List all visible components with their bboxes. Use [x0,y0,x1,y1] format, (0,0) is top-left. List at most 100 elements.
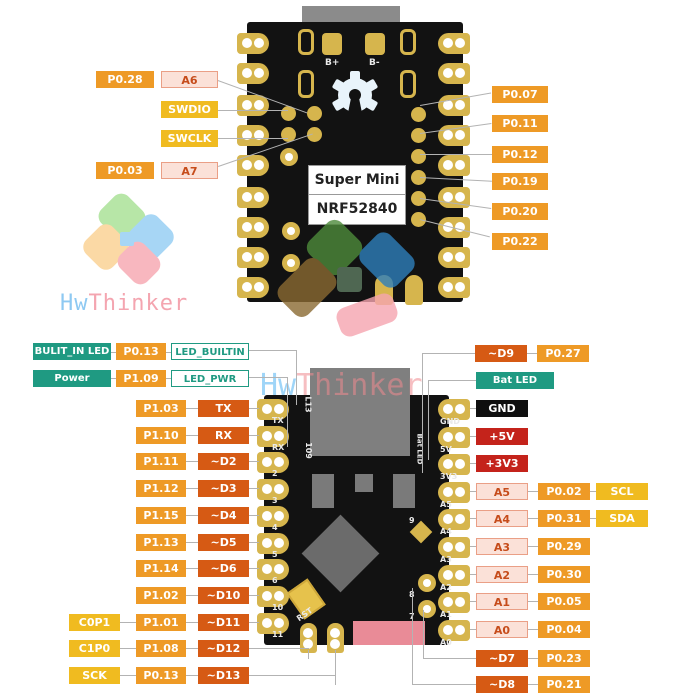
label-p023: P0.23 [538,650,590,667]
left-leader [249,568,259,569]
label-a7: A7 [161,162,218,179]
left-alt-label: C0P1 [69,614,120,631]
via-top-1 [280,148,298,166]
left-pin-label: ~D5 [198,534,249,551]
left-port-label: P1.10 [136,427,186,444]
regulator-1 [312,474,334,508]
left-pin-silk: RX [272,443,285,452]
top-left-pad-5 [237,155,269,176]
right-alt-label: SCL [596,483,648,500]
left-leader [186,435,198,436]
right-pin-silk: A5 [440,500,452,509]
right-leader [528,546,538,547]
mount-slot-1 [298,29,314,55]
label-p027: P0.27 [537,345,589,362]
leader-builtin-2 [166,352,172,353]
left-pin-silk: 10 [272,603,284,612]
label-d7: ~D7 [476,650,528,667]
hwthinker-logo-icon [79,189,178,289]
leader-d7-2 [423,658,476,659]
leader-bat-led-1 [428,380,476,381]
right-pin-silk: A0 [440,638,452,647]
left-port-label: P1.13 [136,534,186,551]
left-pin-silk: TX [272,416,284,425]
label-p020: P0.20 [492,203,548,220]
silk-9: 9 [409,516,415,525]
right-pin-pad [438,509,470,530]
left-leader [249,461,259,462]
right-port-label: P0.05 [538,593,590,610]
right-alt-label: SDA [596,510,648,527]
left-leader [249,622,259,623]
left-pin-label: RX [198,427,249,444]
pad-p022 [411,212,426,227]
hwthinker-overlay-text: HwThinker [260,368,423,403]
silk-109: 109 [303,442,313,459]
label-led-pwr: LED_PWR [171,370,249,387]
right-pin-label: A2 [476,566,528,583]
label-p109: P1.09 [116,370,166,387]
right-leader [528,629,538,630]
right-pin-silk: A4 [440,527,452,536]
left-alt-label: SCK [69,667,120,684]
left-pin-pad [257,399,289,420]
label-d9: ~D9 [475,345,527,362]
left-pin-label: ~D3 [198,480,249,497]
left-pin-silk: 2 [272,469,278,478]
top-right-pad-2 [438,63,470,84]
left-leader [186,488,198,489]
regulator-2 [355,474,373,492]
right-pin-label: A5 [476,483,528,500]
left-leader [186,461,198,462]
left-leader [249,648,309,649]
leader-d8-3 [412,588,413,684]
pad-p012 [411,149,426,164]
left-pin-label: ~D11 [198,614,249,631]
left-leader [249,675,336,676]
leader-power-2 [166,378,172,379]
right-pin-label: +3V3 [476,455,528,472]
right-leader [590,518,596,519]
leader-builtin-3 [249,350,296,351]
left-port-label: P1.08 [136,640,186,657]
leader-d9-1 [527,353,537,354]
left-pin-silk: 3 [272,496,278,505]
left-leader [186,408,198,409]
right-pin-silk: A1 [440,610,452,619]
top-left-pad-6 [237,187,269,208]
pad-a6 [307,106,322,121]
right-pin-label: A0 [476,621,528,638]
usb-connector-top [302,6,400,24]
top-right-pad-1 [438,33,470,54]
left-pin-pad [257,452,289,473]
leader-power-1 [111,378,117,379]
left-port-label: P1.11 [136,453,186,470]
top-left-pad-2 [237,63,269,84]
right-pin-label: GND [476,400,528,417]
right-pin-silk: A2 [440,583,452,592]
pad-p011 [411,128,426,143]
left-leader [249,488,259,489]
label-p022: P0.22 [492,233,548,250]
board-name-line1: Super Mini [309,166,405,195]
usb-connector-bottom-front [310,368,410,456]
right-leader [528,574,538,575]
label-swclk: SWCLK [161,130,218,147]
left-pin-silk: 6 [272,576,278,585]
leader-swdio [218,110,288,111]
left-leader [249,595,259,596]
left-leader [186,568,198,569]
leader-bat-led-2 [428,380,429,460]
label-a6: A6 [161,71,218,88]
board-name-plate: Super Mini NRF52840 [308,165,406,225]
right-pin-label: A4 [476,510,528,527]
leader-d9-3 [422,353,423,473]
right-leader [470,463,478,464]
label-p013-led: P0.13 [116,343,166,360]
left-pin-label: ~D6 [198,560,249,577]
brand-part-hw: Hw [60,291,89,316]
right-leader [528,601,538,602]
right-pin-silk: GND [440,417,460,426]
silk-8: 8 [409,590,415,599]
mount-slot-2 [400,29,416,55]
